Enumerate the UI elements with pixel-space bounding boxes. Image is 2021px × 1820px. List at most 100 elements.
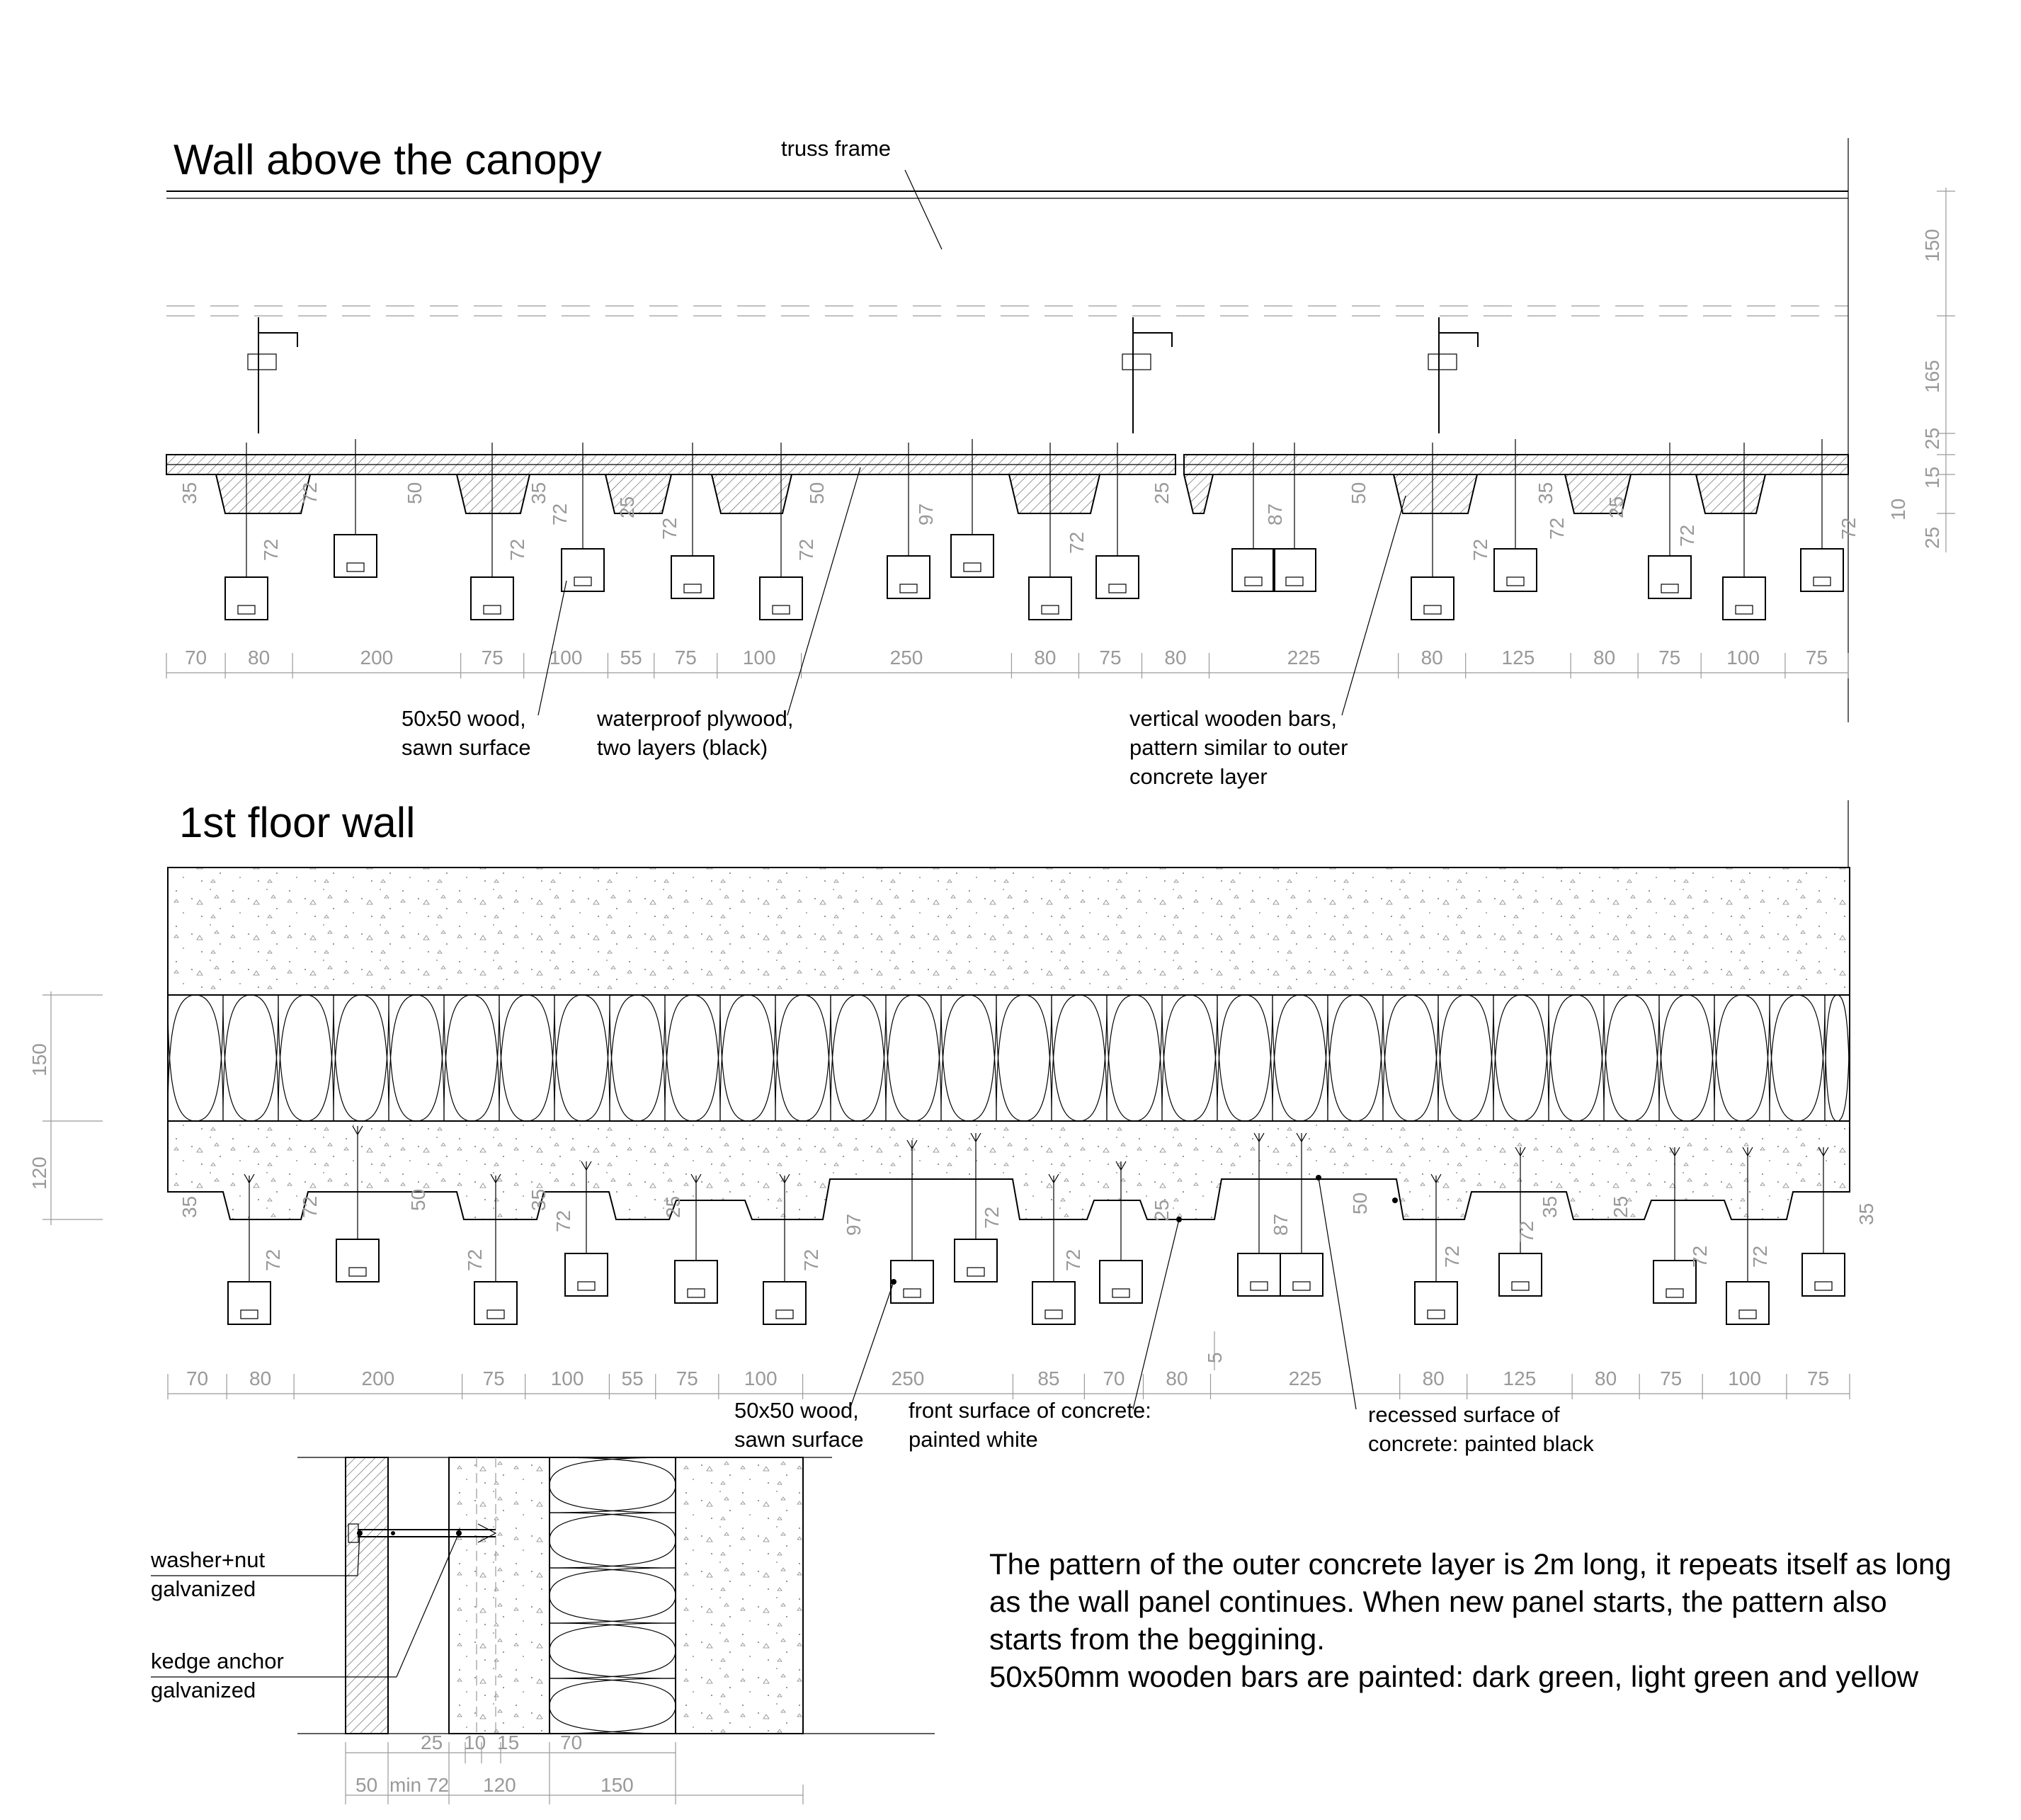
insulation-loop <box>830 994 887 1122</box>
pattern-note: The pattern of the outer concrete layer … <box>989 1547 1952 1693</box>
outer-profiled-concrete <box>167 1120 1850 1220</box>
insulation-loop <box>885 994 942 1122</box>
insulation-loop <box>1382 994 1439 1122</box>
dimension-label: 80 <box>1421 647 1443 669</box>
insulation-loop <box>554 994 610 1122</box>
label-truss-frame: truss frame <box>781 136 891 161</box>
dimension-label: 225 <box>1289 1367 1322 1389</box>
wood-block <box>1801 1147 1845 1297</box>
svg-text:72: 72 <box>800 1249 822 1271</box>
svg-text:25: 25 <box>1610 1196 1632 1218</box>
insulation-loop <box>1217 994 1273 1122</box>
svg-text:72: 72 <box>1441 1246 1463 1268</box>
section-1st-floor-wall: 1st floor wall <box>28 799 1877 1456</box>
wood-block <box>1800 439 1844 592</box>
insulation-loop <box>278 994 334 1122</box>
wood-block <box>1028 443 1072 620</box>
insulation-loop <box>1438 994 1494 1122</box>
svg-text:50x50mm wooden bars are painte: 50x50mm wooden bars are painted: dark gr… <box>989 1660 1919 1693</box>
dimension-label: 100 <box>743 647 776 669</box>
label-50x50-wood-bottom: 50x50 wood, <box>734 1398 859 1423</box>
label-painted-black: concrete: painted black <box>1368 1431 1594 1456</box>
insulation-loop <box>996 994 1052 1122</box>
insulation-loop <box>388 994 445 1122</box>
bottom-left-dimensions: 150 120 5 <box>28 991 1226 1370</box>
label-50x50-wood: 50x50 wood, <box>402 706 526 731</box>
wood-block <box>1231 443 1275 592</box>
svg-text:25: 25 <box>616 496 638 518</box>
svg-text:50: 50 <box>1349 1193 1371 1215</box>
dimension-label: 225 <box>1287 647 1321 669</box>
insulation-loop <box>775 994 831 1122</box>
svg-text:10: 10 <box>1887 499 1909 521</box>
insulation-loop <box>1714 994 1770 1122</box>
insulation-loop <box>499 994 555 1122</box>
dimension-label: 75 <box>675 647 697 669</box>
dimension-label: 80 <box>1593 647 1615 669</box>
svg-text:72: 72 <box>1469 539 1491 561</box>
top-callouts: 50x50 wood, sawn surface waterproof plyw… <box>402 467 1406 789</box>
insulation-loop <box>549 1678 676 1734</box>
svg-text:25: 25 <box>662 1196 684 1218</box>
insulation-loop <box>549 1457 676 1513</box>
insulation-loop <box>333 994 389 1122</box>
wood-block <box>227 1173 271 1325</box>
svg-text:72: 72 <box>549 504 571 525</box>
insulation-loop <box>609 994 666 1122</box>
svg-text:87: 87 <box>1264 504 1286 525</box>
insulation-loop <box>222 994 279 1122</box>
insulation-loop <box>1161 994 1218 1122</box>
insulation-loop <box>549 1678 676 1734</box>
dimension-label: 100 <box>1726 647 1760 669</box>
detail-inner-concrete <box>675 1457 804 1734</box>
insulation-loop <box>1714 994 1770 1122</box>
svg-text:50: 50 <box>407 1189 429 1211</box>
detail-outer-concrete <box>448 1457 550 1734</box>
dimension-label: 75 <box>482 647 503 669</box>
svg-text:as the wall panel continues. W: as the wall panel continues. When new pa… <box>989 1585 1887 1618</box>
svg-text:35: 35 <box>528 1189 550 1211</box>
svg-text:25: 25 <box>1151 482 1173 504</box>
svg-text:5: 5 <box>1204 1352 1226 1363</box>
insulation-loop <box>830 994 887 1122</box>
svg-text:97: 97 <box>915 504 937 525</box>
wood-blocks-top <box>224 439 1844 620</box>
svg-text:165: 165 <box>1921 360 1943 393</box>
detail-wood-bar <box>345 1457 389 1734</box>
insulation-loop <box>549 1567 676 1624</box>
insulation-layer <box>167 994 1850 1122</box>
steel-hangers <box>247 317 1479 433</box>
insulation-loop <box>1272 994 1328 1122</box>
insulation-loop <box>499 994 555 1122</box>
insulation-loop <box>1051 994 1108 1122</box>
insulation-loop <box>1161 994 1218 1122</box>
insulation-loop <box>1769 994 1826 1122</box>
svg-text:starts from the beggining.: starts from the beggining. <box>989 1622 1325 1656</box>
wood-block <box>1493 439 1537 592</box>
dimension-label: 70 <box>1103 1367 1125 1389</box>
insulation-loop <box>885 994 942 1122</box>
wood-block <box>759 443 803 620</box>
dimension-label: 250 <box>890 647 923 669</box>
wood-block <box>1280 1132 1323 1297</box>
svg-text:50: 50 <box>355 1774 377 1796</box>
insulation-loop <box>1327 994 1384 1122</box>
wood-block <box>336 1125 380 1282</box>
detail-dimensions: 25 10 15 70 50 min 72 120 150 <box>345 1731 804 1804</box>
dimension-label: 75 <box>1660 1367 1682 1389</box>
svg-text:87: 87 <box>1270 1214 1292 1236</box>
dimension-label: 100 <box>744 1367 778 1389</box>
insulation-loop <box>940 994 997 1122</box>
insulation-loop <box>1603 994 1660 1122</box>
insulation-loop <box>1217 994 1273 1122</box>
insulation-loop <box>719 994 776 1122</box>
insulation-loop <box>549 1512 676 1569</box>
svg-text:35: 35 <box>178 482 200 504</box>
truss-frame <box>166 138 1849 722</box>
wood-block <box>474 1173 518 1325</box>
insulation-loop <box>719 994 776 1122</box>
insulation-loop <box>1106 994 1163 1122</box>
wood-block <box>671 443 715 599</box>
svg-text:72: 72 <box>1062 1249 1084 1271</box>
